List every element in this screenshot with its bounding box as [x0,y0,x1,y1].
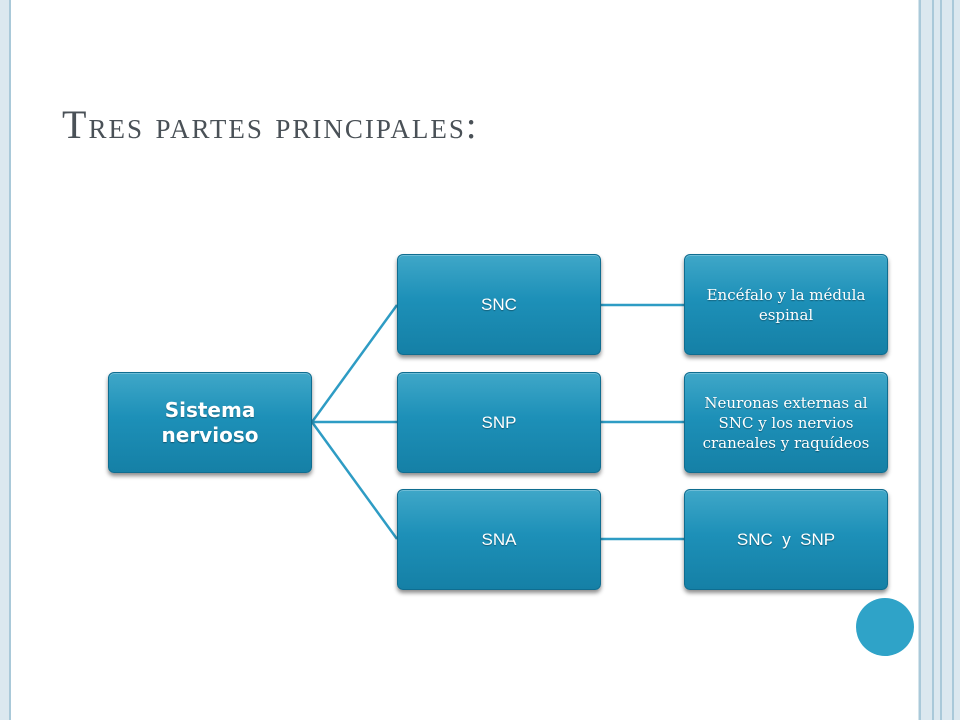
detail-node-sna: SNC y SNP [684,489,888,590]
detail-label-snc: Encéfalo y la médula espinal [706,285,866,324]
root-node: Sistema nervioso [108,372,312,473]
branch-node-snp: SNP [397,372,601,473]
slide-frame-left [0,0,11,720]
detail-label-snp: Neuronas externas al SNC y los nervios c… [702,393,870,452]
slide-frame-right [918,0,960,720]
decorative-circle [856,598,914,656]
connector-root-snc [310,304,399,423]
branch-label-snp: SNP [481,412,517,432]
slide-title: Tres partes principales: [62,102,479,147]
root-node-label: Sistema nervioso [161,397,259,447]
branch-node-sna: SNA [397,489,601,590]
branch-label-snc: SNC [481,294,517,314]
detail-node-snp: Neuronas externas al SNC y los nervios c… [684,372,888,473]
connector-root-sna [310,421,399,540]
detail-node-snc: Encéfalo y la médula espinal [684,254,888,355]
detail-label-sna: SNC y SNP [736,529,836,549]
branch-label-sna: SNA [481,529,517,549]
branch-node-snc: SNC [397,254,601,355]
